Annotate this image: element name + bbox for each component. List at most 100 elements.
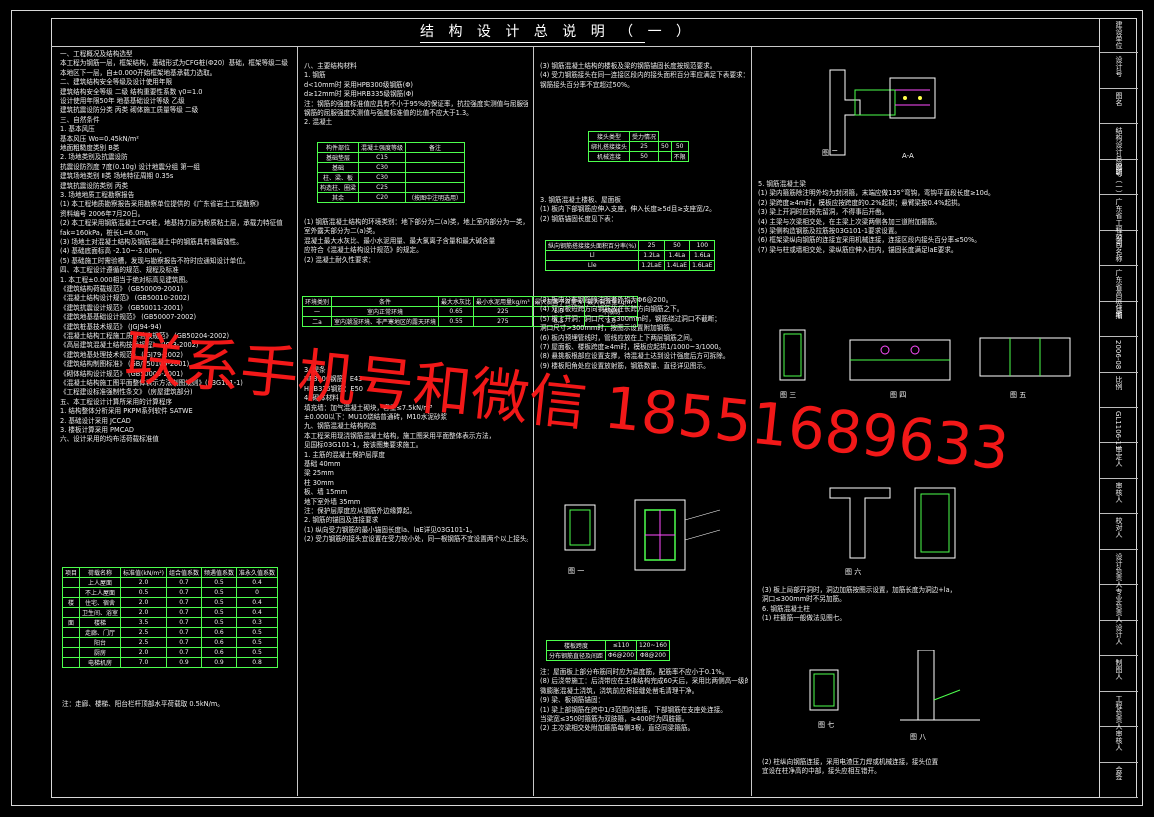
note-line: 地面粗糙度类别 B类 <box>60 144 120 152</box>
table-cell: 0.7 <box>165 577 202 588</box>
table-header-cell: 条件 <box>331 296 440 307</box>
note-line: 抗震设防烈度 7度(0.10g) 设计地震分组 第一组 <box>60 162 200 171</box>
table-cell: 分布钢筋直径及间距 <box>545 650 607 661</box>
table-cell <box>61 607 81 618</box>
note-line: (5) 板上开洞：洞口尺寸≤300mm时，钢筋绕过洞口不截断； <box>540 314 721 323</box>
title-block-cell: 比例 <box>1100 373 1138 408</box>
note-line: 资料编号 2006年7月20日。 <box>60 209 145 218</box>
note-line: 二、建筑结构安全等级及设计使用年限 <box>60 78 173 87</box>
table-cell: 其余 <box>316 192 360 203</box>
table-header-cell: 准永久值系数 <box>235 567 279 578</box>
note-line: 6. 钢筋混凝土柱 <box>762 604 810 613</box>
table-cell: 2.0 <box>120 597 167 608</box>
table-cell: 室内正常环境 <box>331 306 440 317</box>
table-cell: 机械连接 <box>587 151 631 162</box>
note-line: 3. 钢筋混凝土楼板、屋面板 <box>540 196 621 204</box>
column-divider <box>533 46 534 796</box>
table-cell: 0.6 <box>200 647 237 658</box>
table-cell: 0.9 <box>200 657 237 668</box>
table-header-cell: 最大水灰比 <box>438 296 475 307</box>
table-header-cell: 纵向钢筋搭接接头面积百分率(%) <box>544 240 640 251</box>
table-cell: 0.65 <box>438 306 475 317</box>
title-block-cell: 广东省高层住宅 <box>1100 266 1138 318</box>
table-cell <box>61 637 81 648</box>
table-cell: 1.2LaE <box>638 260 665 271</box>
title-block-cell: 设计负责人 <box>1100 550 1138 588</box>
table-cell: 0.5 <box>235 627 279 638</box>
title-block-cell: 审定人 <box>1100 443 1138 479</box>
title-block-text: 广东省高层住宅 <box>1115 269 1123 319</box>
table-cell <box>61 647 81 658</box>
table-cell: 0.5 <box>235 637 279 648</box>
title-block-text: 设计人 <box>1115 623 1123 645</box>
note-line: (1) 钢筋混凝土结构的环境类别：地下部分为二(a)类，地上室内部分为一类， <box>304 218 528 226</box>
table-cell: 走廊、门厅 <box>79 627 122 638</box>
note-line: 五、本工程设计计算所采用的计算程序 <box>60 397 173 406</box>
note-line: 建筑抗震设防分类 丙类 砌体施工质量等级 二级 <box>60 106 199 115</box>
title-block-text: 专业负责人 <box>1115 588 1123 624</box>
table-cell: 1.6La <box>689 250 716 261</box>
detail-drawing-fig1 <box>564 499 721 571</box>
figure-6-caption: 图 六 <box>845 568 862 576</box>
note-line: 九、钢筋混凝土结构构造 <box>304 422 377 431</box>
note-line: 《砌体结构设计规范》 (GB50003-2001) <box>60 369 183 378</box>
table-header-cell: 荷载名称 <box>79 567 122 578</box>
table-cell: 上人屋面 <box>79 577 122 588</box>
table-cell: 0.3 <box>531 316 586 327</box>
note-line: 六、设计采用的均布活荷载标准值 <box>60 435 159 444</box>
note-line: HPB300钢筋：E43 <box>304 375 363 384</box>
figure-8-caption: 图 八 <box>910 733 927 741</box>
note-line: (3) 板上局部开洞时，洞边加筋按图示设置，加筋长度为洞边+la， <box>762 586 957 594</box>
title-block-text: 结构设计总说明（一） <box>1115 127 1123 198</box>
table-cell: 2.0 <box>120 607 167 618</box>
note-line: (5) 梁侧构造钢筋及拉筋按03G101-1要求设置。 <box>758 227 902 235</box>
note-line: 地下室外墙 35mm <box>304 497 361 506</box>
note-line: (6) 框架梁纵向钢筋的连接宜采用机械连接，连接区段内接头百分率≤50%。 <box>758 236 981 245</box>
title-rule <box>51 46 1099 47</box>
note-line: 建筑结构安全等级 二级 结构重要性系数 γ0=1.0 <box>60 87 203 96</box>
table-header-cell: 环境类别 <box>301 296 333 307</box>
title-block-cell: 会签 <box>1100 763 1138 798</box>
table-cell: Lle <box>544 260 640 271</box>
table-cell: 0.7 <box>165 637 202 648</box>
title-block-text: 制图人 <box>1115 659 1123 681</box>
load-table-note: 注：走廊、楼梯、阳台栏杆顶部水平荷载取 0.5kN/m。 <box>62 700 224 708</box>
table-cell: 卫生间、浴室 <box>79 607 122 618</box>
table-header-cell: 楼板跨度 <box>545 640 607 651</box>
note-line: d≥12mm时 采用HRB335级钢筋(Φ) <box>304 90 414 99</box>
table-cell: 0.6 <box>200 627 237 638</box>
table-header-cell: 频遇值系数 <box>200 567 237 578</box>
table-cell: 不限 <box>670 151 689 162</box>
title-block-cell: 校对人 <box>1100 514 1138 550</box>
note-line: 建筑抗震设防类别 丙类 <box>60 181 129 190</box>
table-header-cell: 组合值系数 <box>165 567 202 578</box>
column-divider <box>751 46 752 796</box>
table-cell: 50 <box>629 151 660 162</box>
title-block-text: 建设单位 <box>1115 21 1123 49</box>
table-cell: C25 <box>358 182 407 193</box>
note-line: 见国标03G101-1，按该图集要求施工。 <box>304 441 423 450</box>
note-line: 梁 25mm <box>304 469 334 478</box>
title-underline <box>420 42 645 43</box>
detail-drawing-fig3 <box>779 329 1071 381</box>
note-line: 《建筑桩基技术规范》 (JGJ94-94) <box>60 322 162 331</box>
table-cell: 225 <box>473 306 533 317</box>
note-line: (2) 主次梁相交处附加箍筋每侧3根，直径同梁箍筋。 <box>540 724 695 733</box>
note-line: ±0.000以下：MU10烧结普通砖，M10水泥砂浆 <box>304 413 448 421</box>
title-block-cell: 日期 <box>1100 302 1138 338</box>
note-line: 2. 混凝土 <box>304 118 333 127</box>
note-line: 本地区下一层，自±0.000开始框架地基承载力选取。 <box>60 68 217 77</box>
table-cell <box>61 657 81 668</box>
table-cell: 1.4LaE <box>663 260 691 271</box>
table-cell: 2.5 <box>120 637 167 648</box>
